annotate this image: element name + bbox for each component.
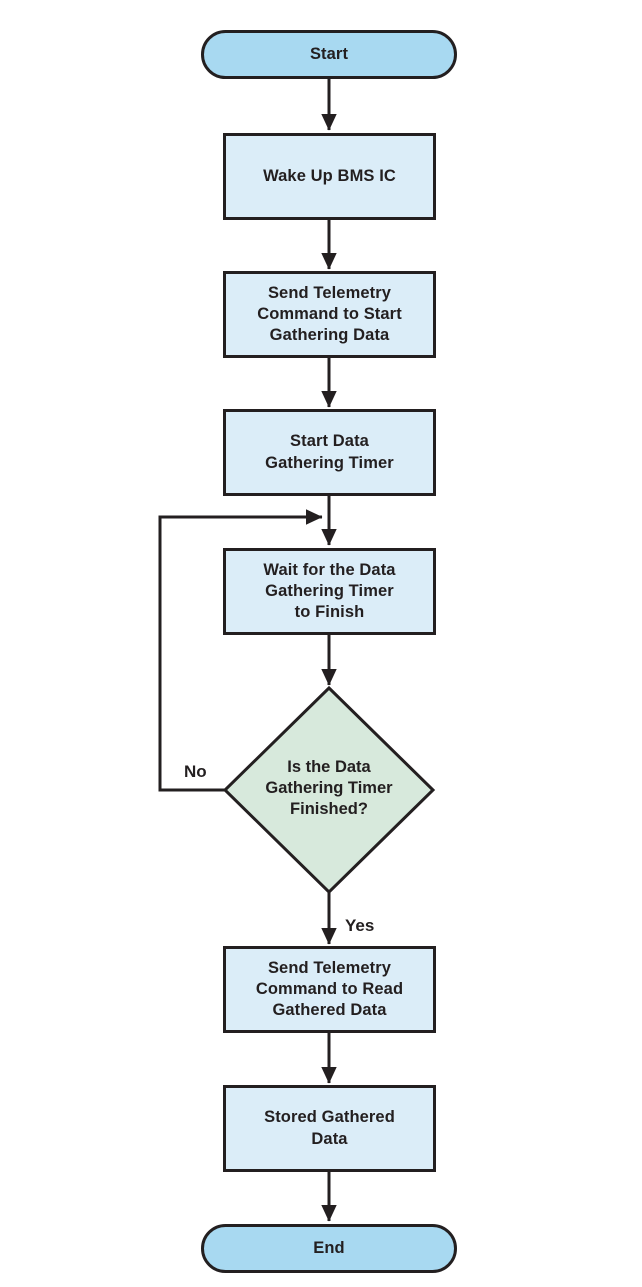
edge-label-yes: Yes bbox=[345, 916, 375, 935]
edge-label-no: No bbox=[184, 762, 207, 781]
node-stored-gathered-data: Stored Gathered Data bbox=[223, 1085, 436, 1172]
node-decision-timer-finished: Is the Data Gathering Timer Finished? bbox=[265, 758, 393, 819]
edge-no-loop bbox=[158, 509, 323, 792]
node-wait-for-timer: Wait for the Data Gathering Timer to Fin… bbox=[223, 548, 436, 635]
node-wake-up-bms-ic: Wake Up BMS IC bbox=[223, 133, 436, 220]
node-start: Start bbox=[201, 30, 457, 79]
node-send-telemetry-start: Send Telemetry Command to Start Gatherin… bbox=[223, 271, 436, 358]
node-start-data-gathering-timer: Start Data Gathering Timer bbox=[223, 409, 436, 496]
node-send-telemetry-read: Send Telemetry Command to Read Gathered … bbox=[223, 946, 436, 1033]
node-end: End bbox=[201, 1224, 457, 1273]
